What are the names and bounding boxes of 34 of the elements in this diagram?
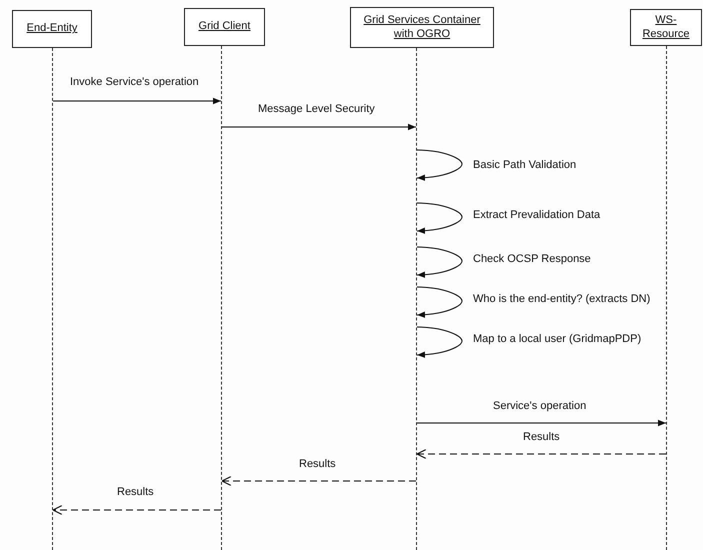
self-message-arrow [416, 326, 462, 358]
message-arrow [416, 420, 666, 426]
lifeline [416, 48, 417, 550]
message-label: Results [117, 486, 154, 498]
message-label: Basic Path Validation [473, 159, 576, 171]
self-message-arrow [416, 202, 462, 234]
participant-box [12, 10, 92, 48]
self-message-arrow [416, 286, 462, 318]
self-message-arrow [416, 246, 462, 278]
message-arrow [52, 98, 222, 104]
participant-name: WS-Resource [641, 14, 691, 41]
participant-name: Grid Services Container with OGRO [362, 14, 482, 41]
participant-name: Grid Client [198, 20, 250, 34]
message-arrow [222, 124, 416, 130]
message-label: Service's operation [493, 400, 586, 412]
self-message-arrow [416, 150, 462, 181]
message-label: Who is the end-entity? (extracts DN) [473, 293, 650, 305]
message-label: Extract Prevalidation Data [473, 209, 600, 221]
lifeline [221, 46, 222, 550]
message-label: Message Level Security [258, 103, 375, 115]
lifeline [666, 46, 667, 550]
lifeline [52, 48, 53, 550]
participant-box [350, 7, 494, 48]
message-label: Check OCSP Response [473, 253, 591, 265]
message-label: Invoke Service's operation [70, 76, 199, 88]
participant-name: End-Entity [26, 22, 78, 36]
return-arrow [52, 504, 222, 516]
return-arrow [416, 448, 666, 460]
participant-box [184, 8, 265, 46]
message-label: Results [299, 458, 336, 470]
return-arrow [221, 476, 416, 486]
message-label: Results [523, 431, 560, 443]
participant-box [630, 9, 702, 46]
message-label: Map to a local user (GridmapPDP) [473, 333, 642, 345]
